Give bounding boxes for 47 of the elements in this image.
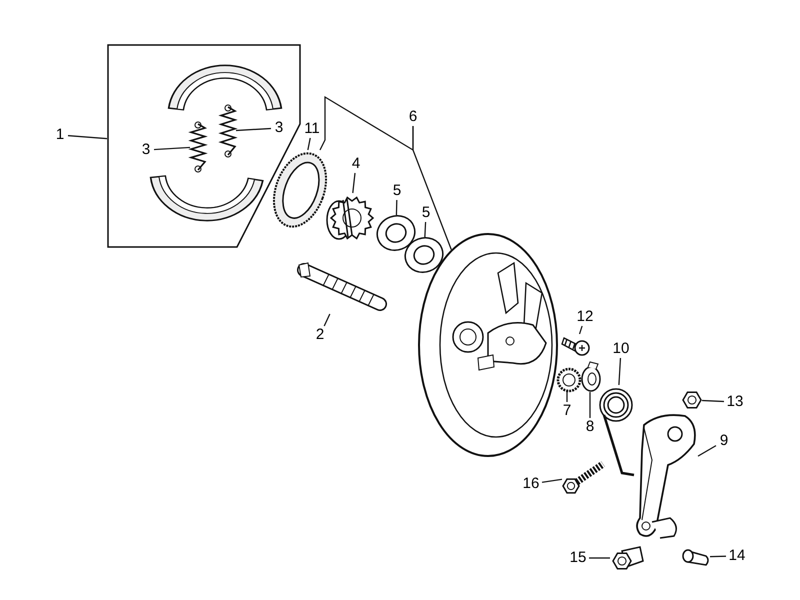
- leader-line: [589, 392, 591, 418]
- leader-line: [68, 135, 108, 140]
- leader-line: [396, 200, 398, 216]
- leader-line: [710, 556, 726, 558]
- callout-number: 5: [418, 204, 434, 222]
- leader-line: [154, 146, 190, 150]
- spring-drawing: [190, 122, 206, 172]
- brake-panel-drawing: [418, 233, 558, 457]
- callout-number: 4: [348, 155, 364, 173]
- leader-line: [424, 222, 426, 238]
- leader-line: [324, 314, 330, 326]
- callout-number: 7: [559, 402, 575, 420]
- callout-number: 12: [574, 308, 596, 326]
- leader-line: [698, 445, 716, 457]
- callout-number: 6: [405, 108, 421, 126]
- leader-line: [236, 128, 272, 132]
- callout-number: 13: [724, 393, 746, 411]
- callout-number: 14: [726, 547, 748, 565]
- callout-number: 15: [567, 549, 589, 567]
- nut-drawing: [682, 390, 702, 410]
- callout-number: 16: [520, 475, 542, 493]
- leader-line: [566, 390, 568, 402]
- callout-number: 11: [302, 120, 322, 138]
- callout-number: 2: [312, 326, 328, 344]
- leader-line: [618, 358, 622, 386]
- leader-line: [578, 326, 583, 334]
- callout-number: 5: [389, 182, 405, 200]
- leader-line: [542, 478, 562, 483]
- nut-drawing: [610, 545, 644, 571]
- callout-number: 3: [271, 119, 287, 137]
- leader-line: [307, 138, 311, 150]
- washer-drawing: [404, 237, 444, 273]
- callout-number: 8: [582, 418, 598, 436]
- callout-number: 10: [610, 340, 632, 358]
- washer-drawing: [376, 215, 416, 251]
- bolt-drawing: [562, 334, 590, 356]
- leader-line: [589, 557, 610, 559]
- callout-number: 1: [52, 126, 68, 144]
- leader-line: [702, 400, 724, 402]
- spring-drawing: [220, 105, 236, 157]
- leader-line: [352, 172, 356, 194]
- leader-line: [319, 96, 414, 152]
- oil-seal-drawing: [270, 150, 330, 230]
- cam-shaft-drawing: [296, 262, 388, 314]
- callout-number: 9: [716, 432, 732, 450]
- callout-number: 3: [138, 141, 154, 159]
- lock-washer-drawing: [580, 362, 600, 392]
